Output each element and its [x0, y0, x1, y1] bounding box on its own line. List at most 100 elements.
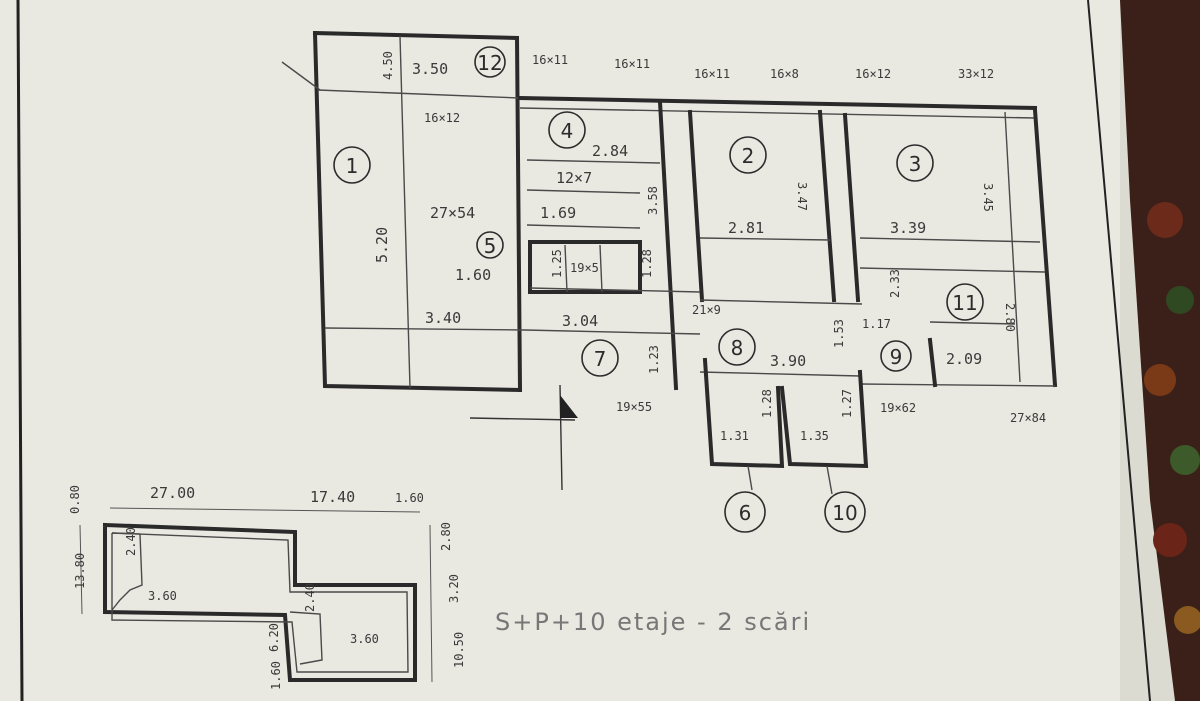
- wall-right-outer: [1032, 107, 1058, 388]
- dim-390: 3.90: [770, 352, 806, 370]
- dim-340: 3.40: [425, 309, 461, 327]
- svg-text:7: 7: [594, 347, 607, 371]
- dim-117: 1.17: [862, 317, 891, 331]
- stair-left-site: [111, 532, 143, 611]
- dim-line-284: [526, 159, 661, 164]
- dim-358: 3.58: [646, 186, 660, 215]
- dim-233: 2.33: [888, 269, 902, 298]
- room-6-label: 6: [724, 491, 766, 533]
- dim-line-390: [699, 371, 861, 377]
- wall-room11-bottom: [929, 321, 1016, 325]
- svg-text:12: 12: [477, 51, 502, 75]
- wall-top-main: [517, 95, 1038, 111]
- dim-160: 1.60: [455, 266, 491, 284]
- dim-128: 1.28: [640, 249, 654, 278]
- wall-right-inner: [1004, 111, 1021, 383]
- site-w1: 27.00: [150, 484, 195, 502]
- dim-33x12: 33×12: [958, 67, 994, 81]
- svg-text:11: 11: [952, 291, 977, 315]
- room-12-label: 12: [474, 46, 506, 78]
- dim-169: 1.69: [540, 204, 576, 222]
- site-w2: 17.40: [310, 488, 355, 506]
- dim-line-339: [859, 237, 1041, 243]
- dim-19x62: 19×62: [880, 401, 916, 415]
- dim-12x7: 12×7: [556, 169, 592, 187]
- svg-text:1: 1: [346, 154, 359, 178]
- dim-153: 1.53: [832, 319, 846, 348]
- site-h7: 6.20: [267, 623, 281, 652]
- site-s2: 3.60: [350, 632, 379, 646]
- main-plan: [281, 30, 1058, 495]
- svg-text:5: 5: [484, 234, 497, 258]
- room-7-label: 7: [581, 339, 619, 377]
- site-h6: 1.60: [269, 661, 283, 690]
- site-s1: 3.60: [148, 589, 177, 603]
- leader-6: [747, 465, 753, 491]
- north-mark: [281, 61, 321, 91]
- dim-27x54: 27×54: [430, 204, 475, 222]
- table-background: [1120, 0, 1200, 701]
- wall-room9: [927, 337, 938, 388]
- dim-16x11-b: 16×11: [614, 57, 650, 71]
- svg-text:3: 3: [909, 152, 922, 176]
- site-inner-outline: [111, 532, 409, 673]
- room5-box: [528, 240, 642, 294]
- room5-div1: [564, 244, 568, 293]
- dim-304: 3.04: [562, 312, 598, 330]
- dim-16x11-a: 16×11: [532, 53, 568, 67]
- room-11-label: 11: [946, 283, 984, 321]
- room-3-label: 3: [896, 144, 934, 182]
- dim-347: 3.47: [795, 182, 809, 211]
- leader-10: [826, 465, 833, 495]
- dim-line-12x7: [526, 189, 641, 194]
- dim-19x55: 19×55: [616, 400, 652, 414]
- dim-281: 2.81: [728, 219, 764, 237]
- dim-16x8: 16×8: [770, 67, 799, 81]
- svg-text:2: 2: [742, 144, 755, 168]
- wall-room4-right: [657, 99, 679, 391]
- site-h2: 0.80: [68, 485, 82, 514]
- dim-209: 2.09: [946, 350, 982, 368]
- room-8-label: 8: [718, 328, 756, 366]
- room-5-label: 5: [476, 231, 504, 259]
- stair-6: [702, 357, 785, 469]
- wall-room8-top: [699, 299, 863, 305]
- dim-line-340: [324, 327, 526, 331]
- dim-345: 3.45: [981, 183, 995, 212]
- site-h4: 3.20: [447, 574, 461, 603]
- site-dim-line-top: [109, 507, 421, 513]
- dim-line-281: [699, 237, 831, 241]
- site-w3: 1.60: [395, 491, 424, 505]
- wall-top-room1: [312, 30, 523, 393]
- dim-123: 1.23: [647, 345, 661, 374]
- dim-128b: 1.28: [760, 389, 774, 418]
- wall-room1: [312, 30, 523, 393]
- room-4-label: 4: [548, 111, 586, 149]
- room-10-label: 10: [824, 491, 866, 533]
- room-2-label: 2: [729, 136, 767, 174]
- site-s4: 2.40: [303, 583, 317, 612]
- room5-div2: [599, 244, 603, 293]
- site-h1: 13.80: [73, 553, 87, 589]
- stair-right-site: [289, 611, 323, 665]
- dim-16x11-c: 16×11: [694, 67, 730, 81]
- site-h3: 10.50: [452, 632, 466, 668]
- room-labels: 1 2 3 4 5 6 7 8 9 10 11 12: [333, 46, 984, 533]
- building-note: S+P+10 etaje - 2 scări: [495, 608, 811, 636]
- dim-16x12-a: 16×12: [424, 111, 460, 125]
- dimension-labels: 4.50 3.50 16×11 16×11 16×11 16×8 16×12 3…: [373, 51, 1046, 443]
- dim-125: 1.25: [550, 249, 564, 278]
- site-plan: 27.00 17.40 1.60 13.80 0.80 10.50 3.20 2…: [68, 484, 466, 690]
- wall-top-inner: [519, 107, 1036, 119]
- site-dim-line-right: [429, 524, 433, 683]
- dim-line-304: [524, 329, 701, 335]
- dim-280: 2.80: [1003, 303, 1017, 332]
- site-outline: [102, 522, 417, 682]
- dim-16x12-b: 16×12: [855, 67, 891, 81]
- dim-127: 1.27: [840, 389, 854, 418]
- carpet-pattern: [1144, 202, 1200, 634]
- site-h5: 2.80: [439, 522, 453, 551]
- dim-339: 3.39: [890, 219, 926, 237]
- dim-21x9: 21×9: [692, 303, 721, 317]
